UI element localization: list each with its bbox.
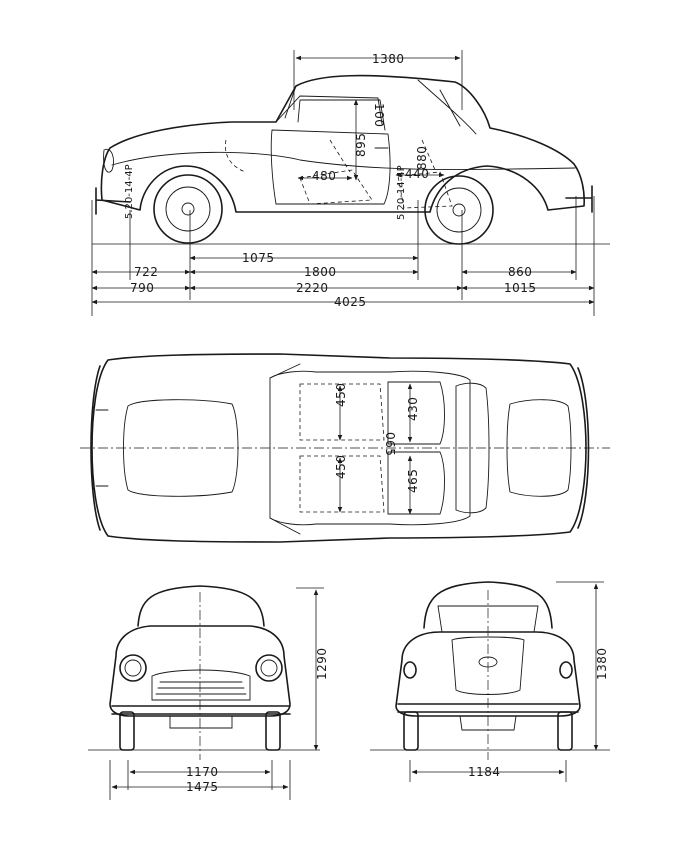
front-wheel-right <box>265 711 281 751</box>
dim-overall-height-rear: 1380 <box>595 647 609 680</box>
rear-wheel-right <box>557 711 573 751</box>
top-windshield-pillars <box>269 363 301 535</box>
side-extension-lines <box>91 50 595 316</box>
dim-seat-width-rear-right: 465 <box>406 469 420 493</box>
dim-seat-width-rear-left: 450 <box>334 455 348 479</box>
rear-body-outline <box>395 631 581 717</box>
dim-overall-height-front: 1290 <box>315 647 329 680</box>
dim-overall-width: 1475 <box>186 780 219 794</box>
dim-top-frame: 1380 <box>372 52 405 66</box>
top-front-bumper <box>90 365 101 531</box>
top-seat-front-left <box>299 383 385 441</box>
dim-front-track: 1170 <box>186 765 219 779</box>
side-window <box>275 95 383 125</box>
dim-seat-to-roof: 895 <box>354 133 368 157</box>
dim-wheel-offset: 1800 <box>304 265 337 279</box>
top-rear-seat-left <box>387 381 445 445</box>
dim-rear-overhang: 1015 <box>504 281 537 295</box>
top-boot-lid <box>506 399 572 497</box>
front-headlight-left <box>119 654 147 682</box>
rear-wheel-left <box>403 711 419 751</box>
top-rear-seat-right <box>387 451 445 515</box>
top-bonnet <box>123 399 239 497</box>
side-front-bumper <box>95 187 131 215</box>
dim-front-overhang: 790 <box>130 281 154 295</box>
top-body-outline <box>91 353 587 543</box>
rear-view: 1380 1184 <box>370 581 610 782</box>
rear-under-tray <box>459 715 517 731</box>
side-top-frame <box>284 85 386 131</box>
side-body-outline <box>100 74 585 213</box>
front-under-tray <box>169 715 233 729</box>
top-folded-top <box>455 382 490 514</box>
rear-taillight-right <box>559 661 573 679</box>
front-wheel: 5.20-14-4P <box>124 164 223 244</box>
dim-door-depth: 880 <box>415 146 429 170</box>
front-grille-bars <box>155 681 247 695</box>
front-wheel-left <box>119 711 135 751</box>
top-rear-bumper <box>577 367 590 529</box>
dim-wheelbase: 2220 <box>296 281 329 295</box>
side-top-folds <box>417 79 477 135</box>
front-bumper <box>111 705 291 715</box>
dim-seat-width-front-left: 450 <box>334 383 348 407</box>
dim-overall-length: 4025 <box>334 295 367 309</box>
dim-seat-width-front-right: 430 <box>406 397 420 421</box>
front-view: 1290 1170 1475 <box>88 585 329 800</box>
dim-rear-overhang-inner: 860 <box>508 265 532 279</box>
side-belt-line <box>111 151 576 170</box>
rear-wheel: 5.20-14-4P <box>396 165 494 245</box>
rear-badge <box>478 656 498 668</box>
dim-rear-track: 1184 <box>468 765 501 779</box>
dim-front-overhang-inner: 722 <box>134 265 158 279</box>
front-grille <box>151 669 251 701</box>
dim-front-wheel-to-door: 1075 <box>242 251 275 265</box>
front-tire-size: 5.20-14-4P <box>124 164 135 219</box>
dim-front-seat-depth: 480 <box>312 169 336 183</box>
rear-bumper <box>397 703 579 713</box>
rear-taillight-left <box>403 661 417 679</box>
front-headlight-right <box>255 654 283 682</box>
rear-tire-size: 5.20-14-4P <box>396 165 407 220</box>
rear-soft-top <box>423 581 553 629</box>
dim-windshield-height: 100 <box>372 103 386 127</box>
front-soft-top <box>137 585 265 627</box>
dim-cabin-width: 065 <box>383 432 397 456</box>
side-front-seat-hidden <box>299 139 373 205</box>
rear-boot-lid <box>451 636 525 695</box>
side-door <box>270 129 391 205</box>
side-headlight <box>103 148 115 173</box>
top-cabin <box>269 370 471 526</box>
dim-rear-area-depth: 440 <box>405 167 429 181</box>
side-view: 5.20-14-4P 5.20-14-4P 1380 100 895 880 <box>91 50 610 316</box>
top-view: 450 430 065 450 465 <box>80 353 610 543</box>
top-seat-front-right <box>299 455 385 513</box>
side-rear-bumper <box>565 185 593 213</box>
side-steering-hidden <box>224 139 247 173</box>
top-overriders <box>95 409 109 487</box>
